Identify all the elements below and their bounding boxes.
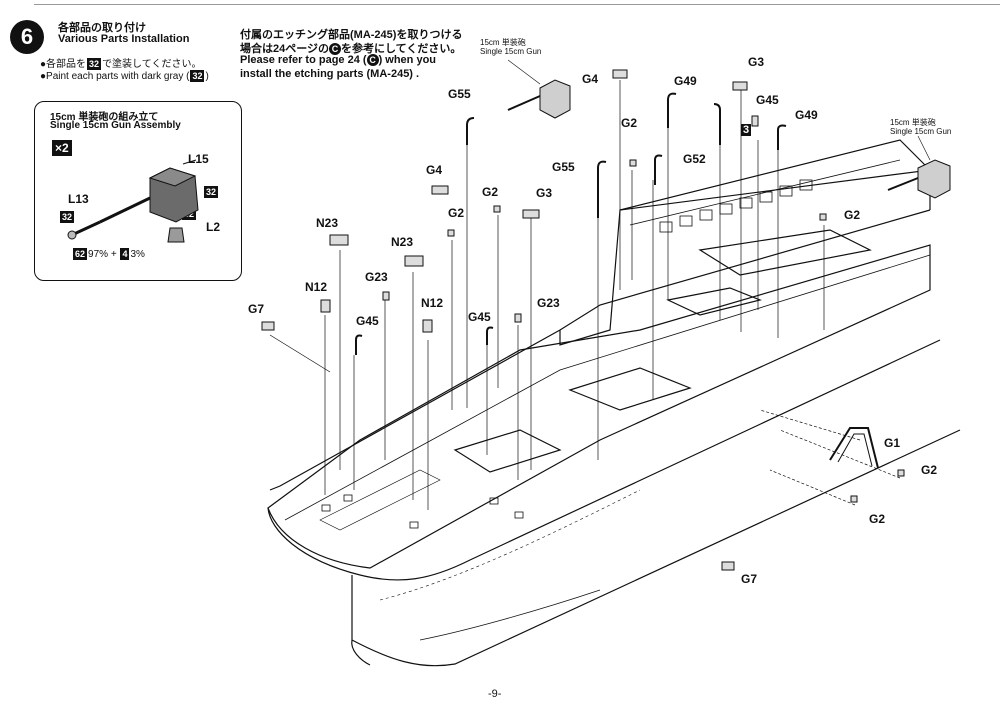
gun-turret-right-icon [887,135,951,199]
gun-callout-right-en: Single 15cm Gun [890,127,952,136]
part-label-g45: G45 [356,314,379,328]
gun-assembly-icon [67,159,199,243]
paint-code-tag: 32 [60,211,75,223]
gun-callout-center-jp: 15cm 単装砲 [480,38,526,47]
paint-code-tag: 32 [204,186,219,198]
subassembly-title-en: Single 15cm Gun Assembly [50,120,181,131]
part-label-g7: G7 [741,572,758,586]
part-label-g2: G2 [621,116,638,130]
part-label-g49: G49 [674,74,697,88]
part-label-g2: G2 [448,206,465,220]
part-label-g45: G45 [756,93,779,107]
part-label-n23: N23 [391,235,414,249]
etching-note-jp-line1: 付属のエッチング部品(MA-245)を取りつける [240,29,463,41]
part-label-g2: G2 [482,185,499,199]
part-label-g49: G49 [795,108,818,122]
gun-turret-center-icon [507,59,571,119]
ladder-part-icon [829,427,879,469]
step-title-jp: 各部品の取り付け [58,22,146,34]
part-label-n12: N12 [421,296,444,310]
part-label-g55: G55 [448,87,471,101]
paint-code-tag: 32 [190,70,205,82]
gun-callout-center-en: Single 15cm Gun [480,47,542,56]
part-label-g3: G3 [536,186,553,200]
circle-c-icon: C [366,54,379,66]
part-label-g2: G2 [869,512,886,526]
subassembly-title-jp: 15cm 単装砲の組み立て [50,112,159,123]
page-number: -9- [488,688,502,700]
multiplier-badge: ×2 [52,140,72,156]
part-label-g23: G23 [365,270,388,284]
part-label-g7: G7 [248,302,265,316]
part-label-l15: L15 [188,152,209,166]
part-label-l2: L2 [206,220,221,234]
part-label-g2: G2 [844,208,861,222]
part-label-g1: G1 [884,436,901,450]
paint-code-tag: 32 [87,58,102,70]
paint-code-tag: 3 [741,124,752,136]
part-label-g4: G4 [426,163,443,177]
part-label-g52: G52 [683,152,706,166]
part-label-g23: G23 [537,296,560,310]
part-label-l13: L13 [68,192,89,206]
step-title-en: Various Parts Installation [58,33,190,45]
ship-hull [267,139,961,667]
part-label-g45: G45 [468,310,491,324]
etching-note-en-line2: install the etching parts (MA-245) . [240,68,420,80]
gun-callout-right-jp: 15cm 単装砲 [890,118,936,127]
part-label-g3: G3 [748,55,765,69]
part-label-n23: N23 [316,216,339,230]
step-number-badge: 6 [10,20,44,54]
part-label-g2: G2 [921,463,938,477]
circle-c-icon: C [329,43,342,55]
part-label-g4: G4 [582,72,599,86]
part-label-g55: G55 [552,160,575,174]
paint-note-en: ●Paint each parts with dark gray (32) [40,70,209,82]
etching-note-en-line1: Please refer to page 24 (C) when you [240,54,437,66]
part-label-n12: N12 [305,280,328,294]
page-frame-line [34,4,1000,5]
